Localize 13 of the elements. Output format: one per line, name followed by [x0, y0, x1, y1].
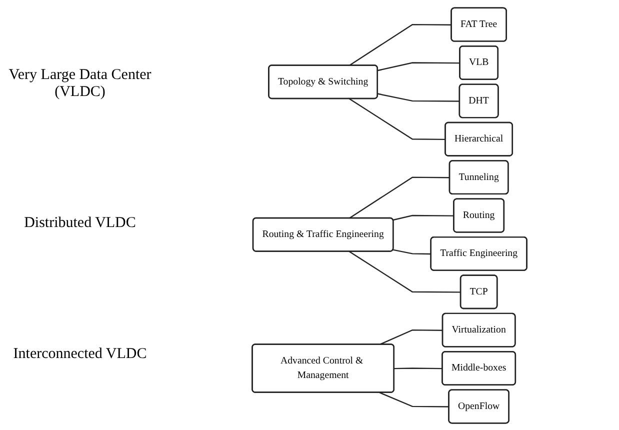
connector [378, 92, 460, 102]
connector [348, 250, 461, 292]
connector [348, 23, 452, 66]
connector [392, 248, 432, 254]
connector [348, 176, 450, 218]
section-label: Very Large Data Center (VLDC) [8, 67, 152, 101]
connector [392, 214, 454, 220]
section-label: Interconnected VLDC [12, 346, 148, 363]
connector [348, 98, 446, 140]
connector [378, 62, 460, 71]
section-label: Distributed VLDC [23, 215, 137, 232]
connector [394, 367, 443, 369]
connector [379, 392, 450, 407]
